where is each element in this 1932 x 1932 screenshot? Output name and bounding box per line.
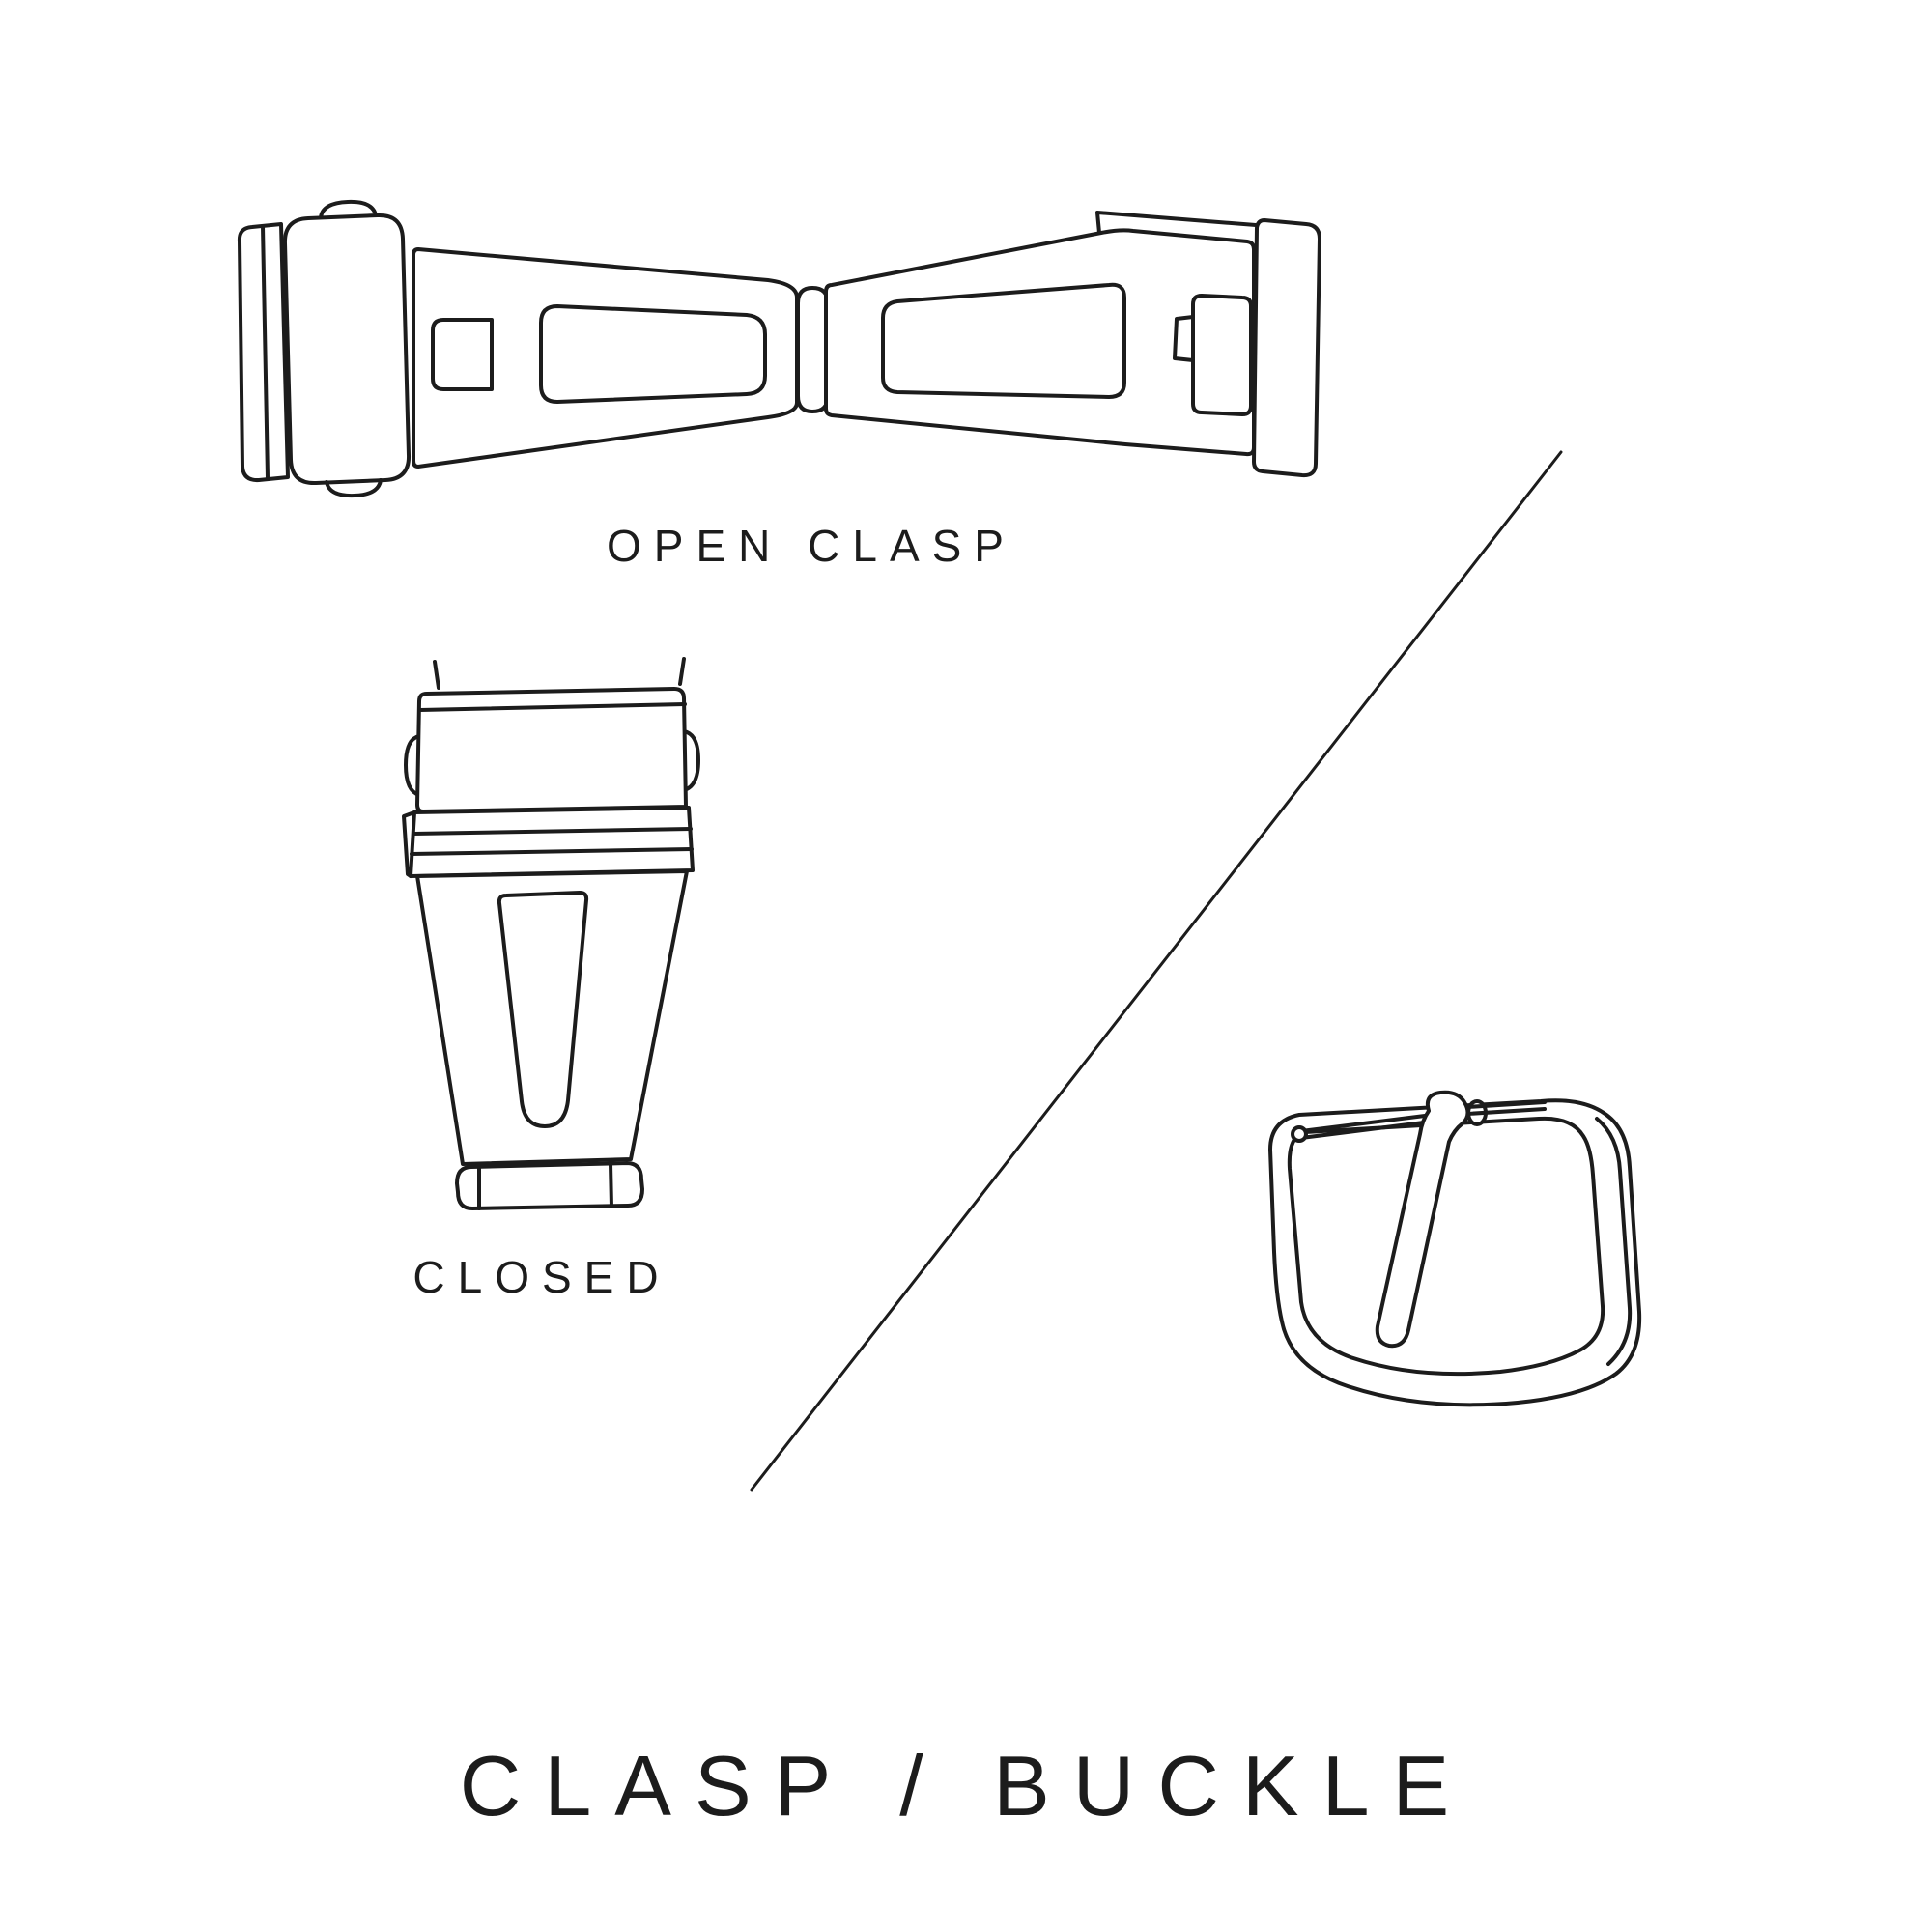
buckle-pin — [1291, 1100, 1547, 1143]
open-clasp-illustration — [237, 199, 1321, 498]
clasp-prong-right — [678, 657, 686, 686]
buckle-illustration — [1268, 1090, 1642, 1407]
closed-clasp-illustration — [402, 657, 700, 1210]
closed-clasp-drawing — [402, 657, 700, 1210]
clasp-right-blade — [824, 211, 1319, 457]
push-tab-right — [682, 729, 700, 792]
clasp-cover — [282, 199, 412, 498]
buckle-frame-opening — [1287, 1116, 1605, 1377]
diagram-title: CLASP / BUCKLE — [459, 1738, 1473, 1833]
closed-clasp-band — [402, 806, 695, 878]
clasp-prong-left — [433, 660, 440, 690]
clasp-left-blade — [412, 247, 799, 469]
clasp-end-bar — [1252, 218, 1321, 478]
buckle-prong — [1375, 1090, 1470, 1349]
closed-clasp-label: CLOSED — [412, 1252, 671, 1302]
open-clasp-drawing — [237, 199, 1321, 498]
buckle-drawing — [1268, 1090, 1642, 1407]
closed-clasp-body — [415, 869, 689, 1166]
closed-clasp-bottom-cap — [455, 1161, 644, 1210]
buckle-right-band-edge — [1595, 1117, 1633, 1366]
open-clasp-label: OPEN CLASP — [607, 521, 1016, 571]
clasp-left-roll — [237, 222, 290, 483]
